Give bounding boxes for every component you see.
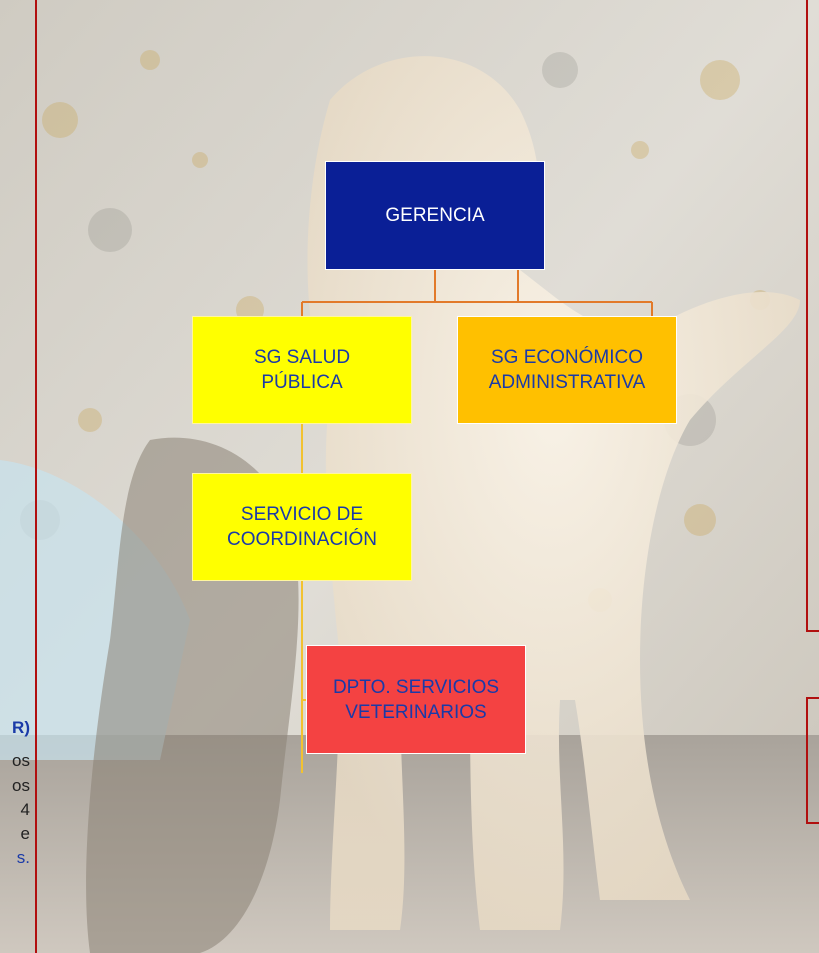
right-frame-box-line	[806, 697, 808, 824]
left-fragment-line-1: os	[12, 751, 30, 770]
left-fragment-line-2: os	[12, 776, 30, 795]
node-gerencia-label: GERENCIA	[385, 205, 485, 226]
node-dpto-servicios-veterinarios: DPTO. SERVICIOS VETERINARIOS	[306, 645, 526, 754]
right-frame-box-bottom-edge	[806, 822, 819, 824]
left-fragment-line-4: e	[20, 824, 30, 843]
node-sg-salud-line1: SG SALUD	[253, 347, 351, 368]
node-gerencia: GERENCIA	[325, 161, 545, 270]
node-dpto-line1: DPTO. SERVICIOS	[332, 676, 500, 698]
node-sg-economico-administrativa: SG ECONÓMICO ADMINISTRATIVA	[457, 316, 677, 424]
right-frame-bottom-edge	[806, 630, 819, 632]
node-sg-economico-line2: ADMINISTRATIVA	[488, 372, 646, 393]
left-frame-line	[35, 0, 37, 953]
node-servicio-coordinacion-line2: COORDINACIÓN	[227, 529, 377, 550]
node-sg-salud-publica: SG SALUD PÚBLICA	[192, 316, 412, 424]
node-sg-salud-line2: PÚBLICA	[261, 372, 343, 393]
node-servicio-coordinacion-line1: SERVICIO DE	[240, 504, 364, 525]
node-servicio-coordinacion: SERVICIO DE COORDINACIÓN	[192, 473, 412, 581]
right-frame-box-top-edge	[806, 697, 819, 699]
left-fragment-line-3: 4	[20, 800, 30, 819]
node-dpto-line2: VETERINARIOS	[345, 701, 487, 723]
left-fragment-bracket: R)	[12, 718, 30, 737]
node-sg-economico-line1: SG ECONÓMICO	[490, 347, 643, 368]
right-frame-line-top	[806, 0, 808, 632]
left-fragment-line-5: s.	[16, 848, 30, 867]
